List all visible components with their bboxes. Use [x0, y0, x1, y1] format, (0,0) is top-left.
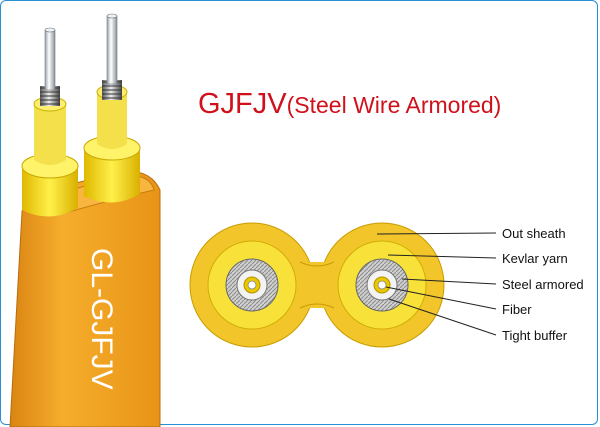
title-main: GJFJV: [198, 88, 287, 120]
label-tight-buffer: Tight buffer: [502, 328, 568, 343]
cross-section-diagram: Out sheath Kevlar yarn Steel armored Fib…: [189, 222, 584, 348]
diagram-title: GJFJV(Steel Wire Armored): [198, 88, 501, 121]
label-fiber: Fiber: [502, 302, 532, 317]
label-kevlar-yarn: Kevlar yarn: [502, 251, 568, 266]
cable-print-text: GL-GJFJV: [85, 248, 118, 390]
leader-out-sheath: [376, 232, 497, 235]
leader-steel-armored: [401, 278, 497, 285]
title-sub: (Steel Wire Armored): [286, 92, 502, 118]
label-out-sheath: Out sheath: [502, 226, 566, 241]
leader-tight-buffer: [388, 298, 497, 336]
cable-body: GL-GJFJV: [9, 13, 161, 427]
label-steel-armored: Steel armored: [502, 277, 584, 292]
leader-kevlar-yarn: [387, 254, 497, 259]
leader-fiber: [385, 286, 497, 310]
